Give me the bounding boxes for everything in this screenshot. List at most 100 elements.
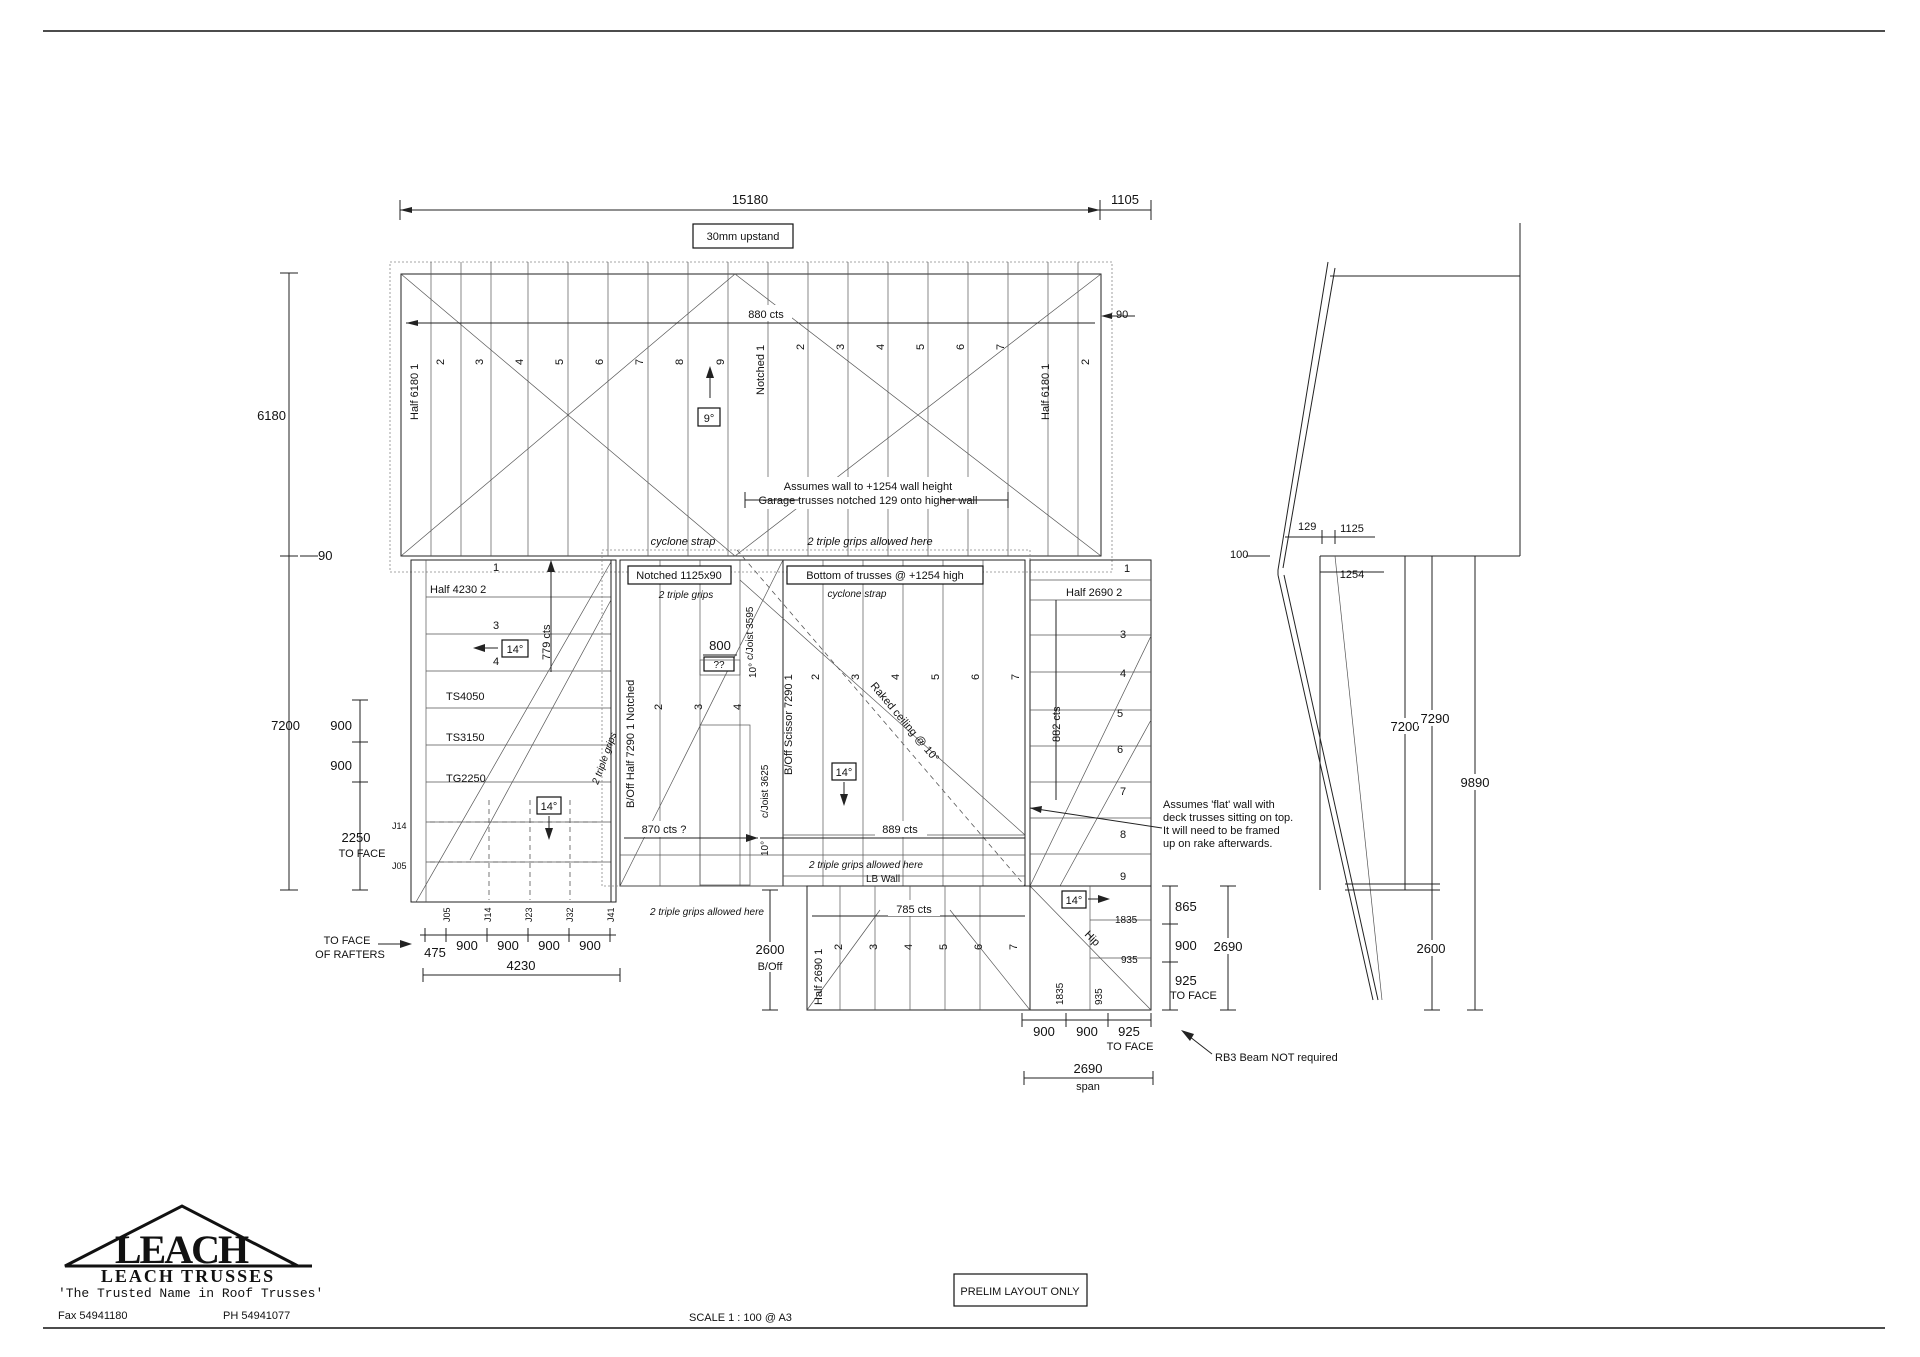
elev-1254: 1254: [1340, 569, 1364, 581]
cjoist-3595: c/Joist 3595: [745, 606, 756, 660]
fax-number: Fax 54941180: [58, 1310, 128, 1322]
elev-2600: 2600: [1417, 941, 1446, 956]
truss-number: 5: [1117, 708, 1123, 720]
leach-logo: LEACH LEACH TRUSSES 'The Trusted Name in…: [58, 1204, 323, 1301]
boff-scissor-7290: B/Off Scissor 7290 1: [783, 674, 795, 775]
notched-onto-higher-wall-note: Garage trusses notched 129 onto higher w…: [759, 495, 978, 507]
truss-number: 7: [1120, 786, 1126, 798]
dim-900: 900: [538, 938, 560, 953]
triple-grips-bottom: 2 triple grips allowed here: [649, 907, 764, 918]
spacing-880: 880 cts: [748, 309, 784, 321]
tg2250: TG2250: [446, 773, 486, 785]
lb-wall-label: LB Wall: [866, 874, 900, 885]
truss-number: 4: [1120, 668, 1126, 680]
jack-label: J14: [483, 907, 493, 922]
dim-935-b: 935: [1094, 988, 1105, 1005]
dim-right-90: 90: [1116, 309, 1128, 321]
dim-900-a: 900: [330, 718, 352, 733]
dim-800: 800: [709, 638, 731, 653]
prelim-box: [953, 1273, 1088, 1307]
dim-7200: 7200: [271, 718, 300, 733]
pitch-14-left: 14°: [507, 644, 524, 656]
jack-label: J05: [442, 907, 452, 922]
dim-1105: 1105: [1111, 192, 1139, 207]
dim-900: 900: [497, 938, 519, 953]
truss-number: 3: [850, 674, 862, 680]
span-2690: 2690: [1074, 1061, 1103, 1076]
truss-number: 6: [594, 359, 606, 365]
half-2690-lower: Half 2690 1: [813, 949, 825, 1005]
truss-number: 3: [1120, 629, 1126, 641]
truss-number: 9: [715, 359, 727, 365]
ts3150: TS3150: [446, 732, 485, 744]
truss-number: 7: [1008, 944, 1020, 950]
half-6180-left: Half 6180 1: [409, 364, 421, 420]
truss-number: 5: [554, 359, 566, 365]
overall-dimensions: 15180 1105 6180 7200 90: [257, 192, 1152, 891]
cts-889: 889 cts: [882, 824, 918, 836]
dim-6180: 6180: [257, 408, 286, 423]
pitch-box-middle: [831, 762, 857, 781]
notched-label: Notched 1: [755, 345, 767, 395]
truss-number: 4: [514, 359, 526, 365]
to-face-left: TO FACE: [339, 848, 386, 860]
truss-number: 5: [915, 344, 927, 350]
cts-882: 882 cts: [1051, 706, 1063, 742]
left-wing-plan: Half 4230 2 1 3 4 14° 779 cts TS4050 TS3…: [315, 559, 621, 982]
to-face-rafters-2: OF RAFTERS: [315, 949, 385, 961]
hip-label: Hip: [1082, 929, 1102, 949]
pitch-box-left: [501, 639, 529, 658]
to-face-rafters-1: TO FACE: [324, 935, 371, 947]
truss-number: 2: [795, 344, 807, 350]
truss-number: 9: [1120, 871, 1126, 883]
dim-925: 925: [1175, 973, 1197, 988]
truss-number: 4: [890, 674, 902, 680]
triple-grips-lb: 2 triple grips allowed here: [808, 860, 923, 871]
truss-number: 7: [634, 359, 646, 365]
truss-number: 5: [938, 944, 950, 950]
flat-wall-note-2: deck trusses sitting on top.: [1163, 812, 1293, 824]
logo-tagline: 'The Trusted Name in Roof Trusses': [58, 1286, 323, 1301]
top-roof-plan: 880 cts 90 30mm upstand Half 6180 1 Half…: [389, 223, 1135, 573]
dim-2690-right: 2690: [1214, 939, 1243, 954]
dim-865: 865: [1175, 899, 1197, 914]
truss-number: 3: [835, 344, 847, 350]
upstand-box: [692, 223, 794, 249]
pitch-9: 9°: [704, 413, 715, 425]
cjoist-3625: c/Joist 3625: [760, 764, 771, 818]
truss-number: 2: [653, 704, 665, 710]
truss-number: 2: [435, 359, 447, 365]
dim-925: 925: [1118, 1024, 1140, 1039]
jack-label: J32: [565, 907, 575, 922]
rb3-beam-note: RB3 Beam NOT required: [1215, 1052, 1338, 1064]
side-elevation: 129 1125 100 1254 7200 7290 9890 2600: [1230, 223, 1521, 1011]
half-4230-label: Half 4230 2: [430, 584, 486, 596]
pitch-box-right: [1061, 890, 1087, 909]
cts-870: 870 cts ?: [642, 824, 687, 836]
pitch-box-left-2: [536, 796, 562, 815]
notched-1125-label: Notched 1125x90: [636, 570, 721, 582]
logo-name: LEACH TRUSSES: [101, 1266, 275, 1286]
ten-deg-b: 10°: [760, 841, 771, 856]
half-2690-label: Half 2690 2: [1066, 587, 1122, 599]
boff-half-7290: B/Off Half 7290 1 Notched: [625, 680, 637, 808]
raked-ceiling-label: Raked ceiling @ 10°: [868, 680, 941, 764]
truss-number: 2: [833, 944, 845, 950]
truss-number: 6: [955, 344, 967, 350]
truss-number: 7: [1010, 674, 1022, 680]
truss-number: 4: [875, 344, 887, 350]
truss-number: 4: [903, 944, 915, 950]
upstand-note: 30mm upstand: [707, 231, 780, 243]
truss-number: 6: [1117, 744, 1123, 756]
flat-wall-note-1: Assumes 'flat' wall with: [1163, 799, 1275, 811]
elev-9890: 9890: [1461, 775, 1490, 790]
cyclone-strap-top: cyclone strap: [651, 536, 716, 548]
left-number-1: 1: [493, 562, 499, 574]
dim-900: 900: [1175, 938, 1197, 953]
truss-number: 3: [693, 704, 705, 710]
boff-label: B/Off: [758, 961, 784, 973]
dim-15180: 15180: [732, 192, 768, 207]
left-number-3: 3: [493, 620, 499, 632]
dim-1835-a: 1835: [1115, 915, 1138, 926]
